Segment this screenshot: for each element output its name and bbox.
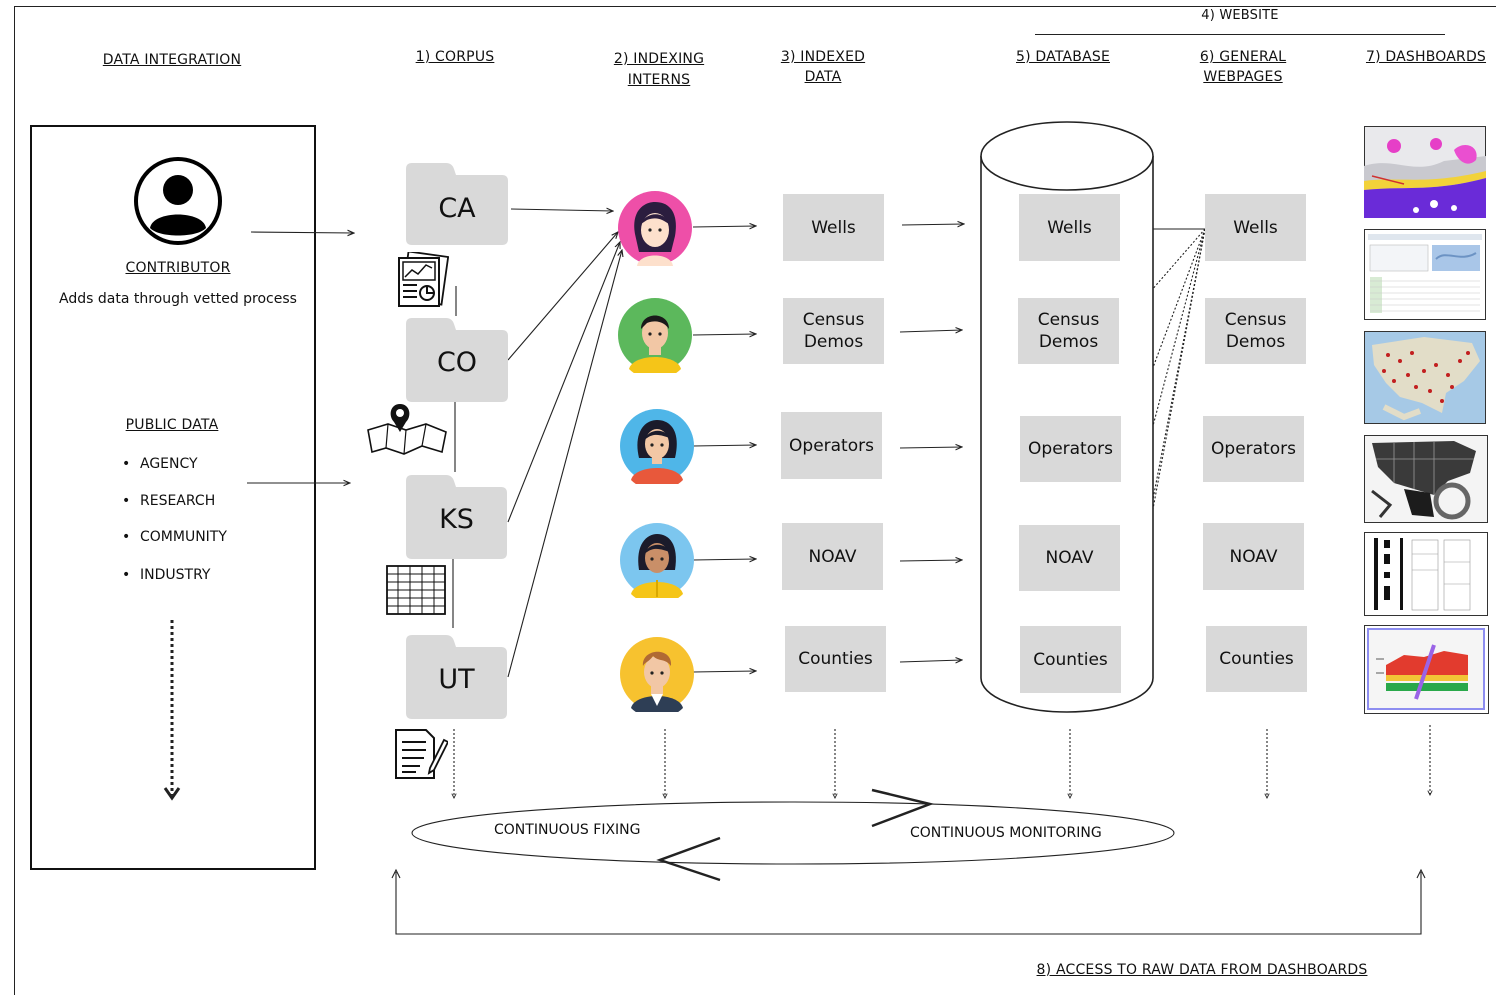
public-data-item: RESEARCH	[122, 492, 215, 510]
intern-avatar-1	[618, 191, 692, 266]
data-integration-panel	[30, 125, 316, 870]
indexed-data-label: Counties	[798, 649, 873, 669]
header-indexing-line2: INTERNS	[627, 72, 691, 88]
database-operators[interactable]: Operators	[1020, 416, 1121, 482]
database-counties[interactable]: Counties	[1020, 626, 1121, 693]
intern-avatar-2	[618, 298, 692, 373]
raw-data-access-label: 8) ACCESS TO RAW DATA FROM DASHBOARDS	[1036, 962, 1368, 978]
webpage-operators[interactable]: Operators	[1203, 416, 1304, 482]
indexed-data-counties[interactable]: Counties	[785, 626, 886, 692]
loop-right-chevron	[871, 788, 935, 828]
webpage-label: Demos	[1225, 332, 1286, 352]
webpage-label: NOAV	[1229, 546, 1278, 567]
dashboard-thumbnail-map[interactable]	[1364, 126, 1486, 218]
ut-to-intern	[507, 250, 622, 678]
database-noav[interactable]: NOAV	[1019, 525, 1120, 591]
indexed-data-noav[interactable]: NOAV	[782, 523, 883, 590]
ks-to-intern	[507, 242, 620, 523]
header-website: 4) WEBSITE	[1201, 8, 1279, 23]
dashboard-thumbnail-us-map[interactable]	[1364, 331, 1486, 424]
indexed-data-label: Census	[802, 310, 865, 330]
intern-avatar-4	[620, 523, 694, 598]
webpage-label: Census	[1224, 310, 1287, 330]
folder-ks[interactable]	[406, 475, 507, 559]
contributor-arrow	[250, 232, 354, 233]
database-wells[interactable]: Wells	[1019, 194, 1120, 261]
indexed-data-census-demos[interactable]: Census Demos	[783, 298, 884, 364]
folder-ca[interactable]	[406, 163, 508, 245]
indexed-data-label: Operators	[789, 435, 874, 456]
header-dashboards: 7) DASHBOARDS	[1365, 49, 1487, 65]
database-label: Demos	[1038, 332, 1099, 352]
folder-co[interactable]	[406, 318, 508, 402]
header-indexed-line2: DATA	[804, 69, 842, 85]
ca-to-intern	[510, 209, 613, 211]
folder-label-ca: CA	[438, 193, 476, 224]
intern-avatar-5	[620, 637, 694, 712]
continuous-loop	[411, 801, 1175, 865]
folder-ut[interactable]	[406, 635, 507, 719]
public-data-item: AGENCY	[122, 455, 197, 473]
database-label: Wells	[1047, 217, 1092, 238]
header-general-line1: 6) GENERAL	[1199, 49, 1287, 65]
indexed-data-operators[interactable]: Operators	[781, 412, 882, 479]
folder-label-ks: KS	[439, 504, 474, 535]
indexed-data-label: Wells	[811, 217, 856, 238]
header-general-line2: WEBPAGES	[1203, 69, 1283, 85]
raw-data-bracket	[395, 872, 1422, 935]
continuous-monitoring-label: CONTINUOUS MONITORING	[910, 825, 1102, 841]
contributor-icon	[134, 157, 222, 245]
spreadsheet-icon	[386, 565, 446, 615]
webpage-label: Wells	[1233, 217, 1278, 238]
public-data-title: PUBLIC DATA	[125, 417, 219, 433]
header-data-integration: DATA INTEGRATION	[102, 52, 242, 68]
indexed-data-label: Demos	[803, 332, 864, 352]
folder-label-ut: UT	[438, 664, 475, 695]
dashboard-thumbnail-table[interactable]	[1364, 229, 1486, 320]
contributor-title: CONTRIBUTOR	[125, 260, 231, 276]
header-indexing-line1: 2) INDEXING	[613, 51, 705, 67]
database-label: Operators	[1028, 439, 1113, 459]
document-edit-icon	[395, 729, 448, 779]
webpage-label: Operators	[1211, 439, 1296, 459]
contributor-description: Adds data through vetted process	[59, 291, 297, 307]
dashboard-thumbnail-state-map[interactable]	[1364, 435, 1488, 523]
public-data-item: INDUSTRY	[122, 566, 211, 584]
database-label: Census	[1037, 310, 1100, 330]
folder-label-co: CO	[436, 347, 478, 378]
map-pin-icon	[367, 404, 447, 455]
webpage-census-demos[interactable]: Census Demos	[1205, 298, 1306, 364]
dashboard-thumbnail-log[interactable]	[1364, 532, 1488, 616]
intern-avatar-3	[620, 409, 694, 484]
header-corpus: 1) CORPUS	[415, 49, 495, 65]
webpage-label: Counties	[1219, 649, 1294, 669]
continuous-fixing-label: CONTINUOUS FIXING	[494, 822, 641, 838]
co-to-intern	[507, 232, 618, 361]
indexed-data-wells[interactable]: Wells	[783, 194, 884, 261]
webpage-wells[interactable]: Wells	[1205, 194, 1306, 261]
public-data-item: COMMUNITY	[122, 528, 227, 546]
dashboard-thumbnail-chart[interactable]	[1364, 625, 1489, 714]
indexed-data-label: NOAV	[808, 546, 857, 567]
database-census-demos[interactable]: Census Demos	[1018, 298, 1119, 364]
database-label: NOAV	[1045, 548, 1094, 568]
loop-left-chevron	[656, 836, 721, 882]
webpage-counties[interactable]: Counties	[1206, 626, 1307, 692]
webpage-noav[interactable]: NOAV	[1203, 523, 1304, 590]
header-database: 5) DATABASE	[1016, 49, 1110, 65]
database-label: Counties	[1033, 649, 1108, 670]
report-chart-icon	[398, 252, 449, 307]
header-indexed-line1: 3) INDEXED	[780, 49, 866, 65]
left-dotted-arrowhead	[163, 787, 181, 801]
